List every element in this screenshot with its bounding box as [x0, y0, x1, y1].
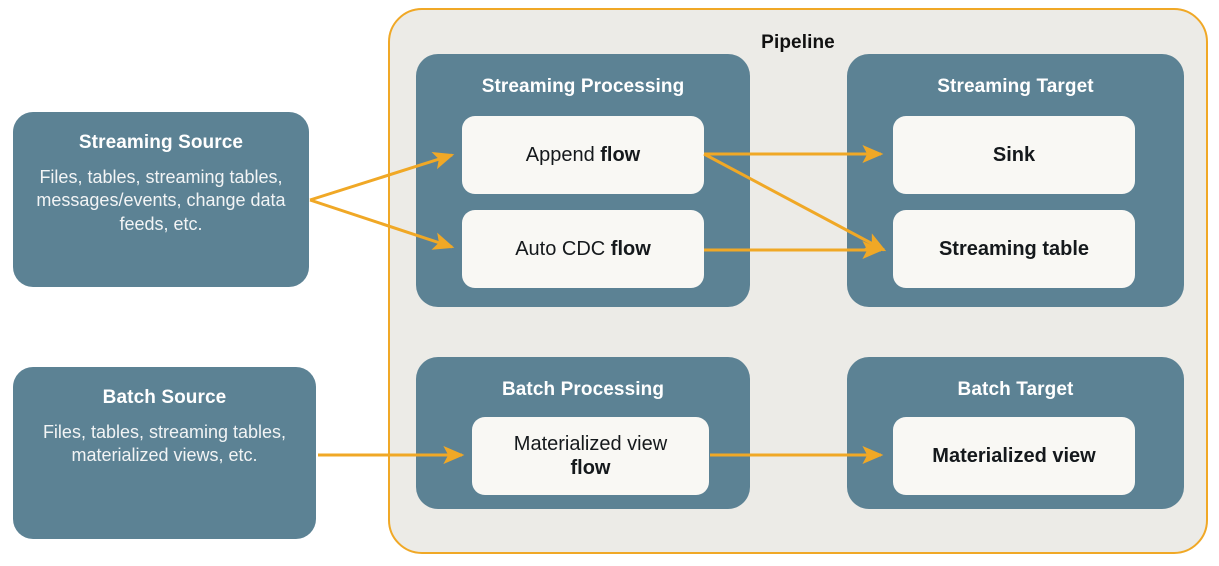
card-auto-cdc-flow-prefix: Auto CDC	[515, 237, 611, 260]
card-streaming-table[interactable]: Streaming table	[893, 210, 1135, 288]
group-title-streaming-processing: Streaming Processing	[481, 76, 685, 97]
source-description-batch-source: Files, tables, streaming tables, materia…	[42, 422, 287, 466]
group-batch-target: Batch Target Materialized view	[847, 357, 1184, 509]
group-title-streaming-target: Streaming Target	[937, 76, 1094, 97]
card-materialized-view-flow-bold: flow	[570, 457, 611, 479]
card-auto-cdc-flow-bold: flow	[610, 237, 651, 260]
card-streaming-table-bold: Streaming table	[938, 237, 1090, 260]
card-append-flow-prefix: Append	[525, 143, 601, 166]
card-materialized-view-bold: Materialized view	[932, 444, 1096, 467]
card-append-flow-bold: flow	[600, 143, 641, 166]
card-sink[interactable]: Sink	[893, 116, 1135, 194]
source-streaming-source[interactable]: Streaming Source Files, tables, streamin…	[13, 112, 309, 287]
card-sink-bold: Sink	[992, 143, 1036, 166]
card-materialized-view[interactable]: Materialized view	[893, 417, 1135, 495]
card-auto-cdc-flow[interactable]: Auto CDC flow	[462, 210, 704, 288]
pipeline-container: Pipeline Streaming Processing Append flo…	[388, 8, 1208, 554]
pipeline-title: Pipeline	[761, 32, 835, 53]
group-streaming-processing: Streaming Processing Append flow Auto CD…	[416, 54, 750, 307]
source-title-batch-source: Batch Source	[102, 387, 227, 408]
source-title-streaming-source: Streaming Source	[78, 132, 244, 153]
group-streaming-target: Streaming Target Sink Streaming table	[847, 54, 1184, 307]
card-append-flow[interactable]: Append flow	[462, 116, 704, 194]
group-title-batch-processing: Batch Processing	[501, 379, 665, 400]
source-batch-source[interactable]: Batch Source Files, tables, streaming ta…	[13, 367, 316, 539]
group-title-batch-target: Batch Target	[957, 379, 1074, 400]
source-description-streaming-source: Files, tables, streaming tables, message…	[36, 167, 286, 234]
card-materialized-view-flow-prefix: Materialized view	[513, 432, 668, 455]
